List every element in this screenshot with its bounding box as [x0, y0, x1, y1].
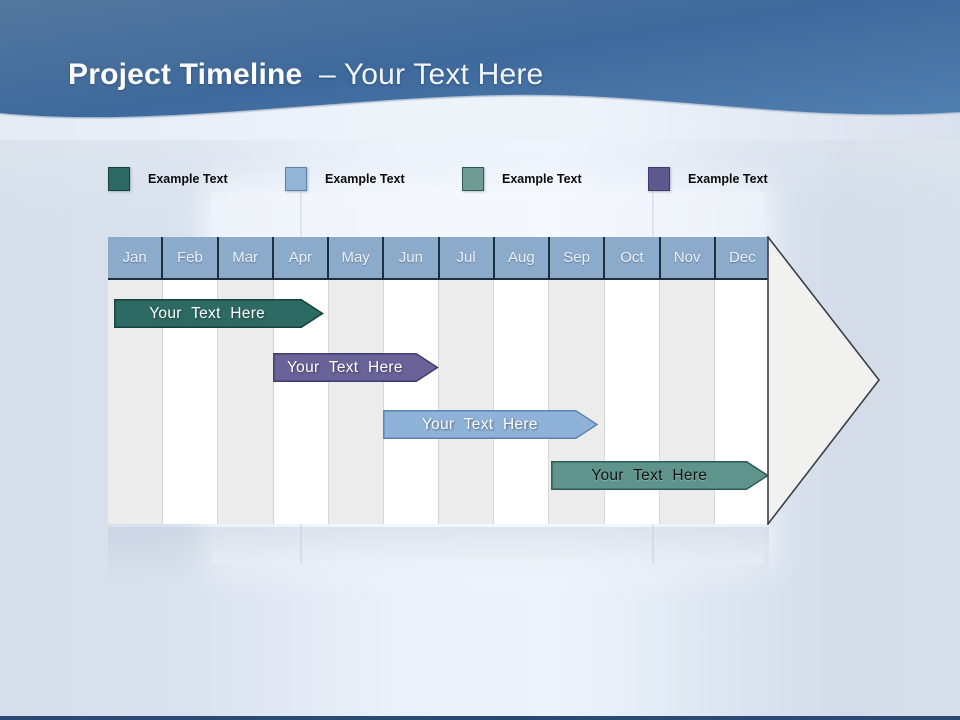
legend-item-3[interactable]: Example Text	[462, 167, 582, 191]
legend-label: Example Text	[325, 172, 405, 186]
bar-arrow-shape	[113, 299, 324, 328]
month-cell-feb[interactable]: Feb	[163, 237, 219, 278]
month-cell-jan[interactable]: Jan	[108, 237, 164, 278]
legend-swatch-1	[108, 167, 130, 191]
grid-column-may	[328, 280, 384, 524]
timeline-arrowhead	[767, 236, 881, 525]
bar-label: Your Text Here	[149, 304, 266, 322]
legend-swatch-3	[462, 167, 484, 191]
month-cell-nov[interactable]: Nov	[660, 237, 716, 278]
month-cell-aug[interactable]: Aug	[494, 237, 550, 278]
month-cell-apr[interactable]: Apr	[273, 237, 329, 278]
month-cell-jul[interactable]: Jul	[439, 237, 495, 278]
bottom-accent-bar	[0, 716, 960, 720]
grid-column-aug	[494, 280, 550, 524]
slide-header: Project Timeline – Your Text Here	[0, 0, 960, 140]
page-title[interactable]: Project Timeline – Your Text Here	[68, 58, 543, 92]
timeline-bar-1[interactable]: Your Text Here	[113, 299, 324, 328]
timeline-bar-2[interactable]: Your Text Here	[273, 353, 440, 382]
legend-label: Example Text	[502, 172, 582, 186]
month-cell-oct[interactable]: Oct	[605, 237, 661, 278]
legend-label: Example Text	[688, 172, 768, 186]
month-cell-may[interactable]: May	[329, 237, 385, 278]
month-cell-jun[interactable]: Jun	[384, 237, 440, 278]
legend-item-1[interactable]: Example Text	[108, 167, 228, 191]
month-cell-mar[interactable]: Mar	[218, 237, 274, 278]
bar-arrow-shape	[551, 461, 770, 490]
page-title-bold: Project Timeline	[68, 58, 303, 91]
grid-column-jun	[383, 280, 440, 524]
legend-item-2[interactable]: Example Text	[285, 167, 405, 191]
timeline-bar-4[interactable]: Your Text Here	[551, 461, 770, 490]
legend-item-4[interactable]: Example Text	[648, 167, 768, 191]
bar-label: Your Text Here	[421, 415, 538, 433]
month-cell-dec[interactable]: Dec	[715, 237, 769, 278]
page-title-light: – Your Text Here	[318, 58, 544, 91]
bar-arrow-shape	[383, 410, 599, 439]
timeline-bar-3[interactable]: Your Text Here	[383, 410, 599, 439]
grid-column-jul	[439, 280, 495, 524]
bar-label: Your Text Here	[591, 466, 708, 484]
legend-label: Example Text	[148, 172, 228, 186]
legend-swatch-2	[285, 167, 307, 191]
chart-reflection	[108, 527, 769, 585]
bar-arrow-shape	[273, 353, 440, 382]
header-wave	[0, 0, 960, 140]
bar-label: Your Text Here	[286, 358, 403, 376]
legend: Example Text Example Text Example Text Exam…	[0, 0, 960, 191]
legend-swatch-4	[648, 167, 670, 191]
month-cell-sep[interactable]: Sep	[550, 237, 606, 278]
